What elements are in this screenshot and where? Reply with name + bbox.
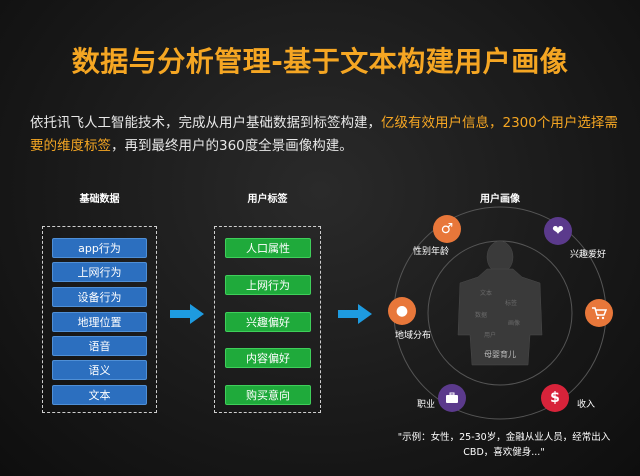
shopping-cart-icon	[592, 307, 607, 320]
basic-item-semantic[interactable]: 语义	[52, 360, 147, 380]
shopping-cart-icon	[585, 299, 613, 327]
basic-item-voice[interactable]: 语音	[52, 336, 147, 356]
heart-icon: ❤	[544, 217, 572, 245]
arrow-right-icon	[170, 304, 204, 324]
tag-demographics[interactable]: 人口属性	[225, 238, 311, 258]
intro-text: 依托讯飞人工智能技术，完成从用户基础数据到标签构建，亿级有效用户信息，2300个…	[30, 112, 620, 158]
tag-content[interactable]: 内容偏好	[225, 348, 311, 368]
tag-web-behavior[interactable]: 上网行为	[225, 275, 311, 295]
page-title: 数据与分析管理-基于文本构建用户画像	[71, 45, 569, 78]
intro-part2: ，再到最终用户的360度全景画像构建。	[111, 138, 353, 154]
income-label: 收入	[577, 400, 596, 410]
gender-label: 性别年龄	[413, 247, 450, 257]
user-tags-title: 用户标签	[247, 194, 288, 205]
dollar-icon: $	[541, 384, 569, 412]
job-label: 职业	[417, 400, 436, 410]
portrait-orbit: 文本 标签 数据 画像 用户	[393, 206, 607, 420]
basic-item-app[interactable]: app行为	[52, 238, 147, 258]
figure-word: 母婴育儿	[484, 350, 516, 359]
intro-highlight: 亿级有效用户信息，2300个用户选择需要的维度标签	[30, 115, 618, 154]
region-label: 地域分布	[395, 331, 432, 341]
gender-icon: ♂	[433, 215, 461, 243]
example-text: "示例：女性，25-30岁，金融从业人员，经常出入CBD，喜欢健身..."	[397, 432, 611, 458]
tag-purchase[interactable]: 购买意向	[225, 385, 311, 405]
svg-text:画像: 画像	[508, 319, 520, 327]
user-tags-box: 人口属性 上网行为 兴趣偏好 内容偏好 购买意向	[214, 226, 321, 413]
basic-item-text[interactable]: 文本	[52, 385, 147, 405]
basic-data-title: 基础数据	[79, 194, 120, 205]
svg-text:数据: 数据	[475, 311, 487, 319]
basic-item-device[interactable]: 设备行为	[52, 287, 147, 307]
user-portrait-title: 用户画像	[480, 194, 520, 205]
svg-text:标签: 标签	[505, 299, 517, 307]
arrow-right-icon	[338, 304, 372, 324]
briefcase-icon	[446, 392, 458, 403]
location-pin-icon: ●	[388, 297, 416, 325]
svg-text:文本: 文本	[480, 289, 492, 297]
svg-text:用户: 用户	[484, 331, 496, 339]
briefcase-icon	[438, 384, 466, 412]
basic-item-web[interactable]: 上网行为	[52, 262, 147, 282]
basic-data-box: app行为 上网行为 设备行为 地理位置 语音 语义 文本	[42, 226, 157, 413]
intro-part1: 依托讯飞人工智能技术，完成从用户基础数据到标签构建，	[30, 115, 381, 131]
interest-label: 兴趣爱好	[570, 250, 607, 260]
tag-interest[interactable]: 兴趣偏好	[225, 312, 311, 332]
person-silhouette-icon	[457, 240, 543, 366]
basic-item-location[interactable]: 地理位置	[52, 312, 147, 332]
